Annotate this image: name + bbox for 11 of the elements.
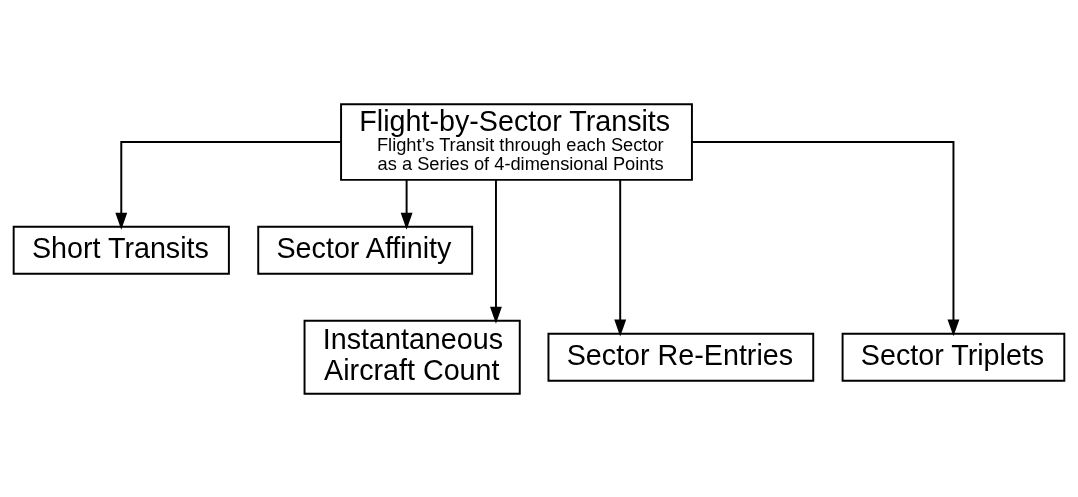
arrow — [691, 140, 960, 336]
node-box: Sector Triplets — [841, 332, 1066, 382]
node-box: Short Transits — [12, 225, 230, 275]
arrow — [115, 140, 342, 230]
arrow — [400, 178, 413, 230]
node-box: Instantaneous Aircraft Count — [303, 319, 521, 395]
node-box: Flight-by-Sector Transits Flight’s Transit through each Sector as a Series of 4-dimensional Points — [340, 102, 693, 181]
arrow — [614, 178, 627, 337]
node-box: Sector Affinity — [257, 225, 474, 275]
node-box: Sector Re-Entries — [547, 332, 815, 382]
arrow — [490, 178, 502, 324]
